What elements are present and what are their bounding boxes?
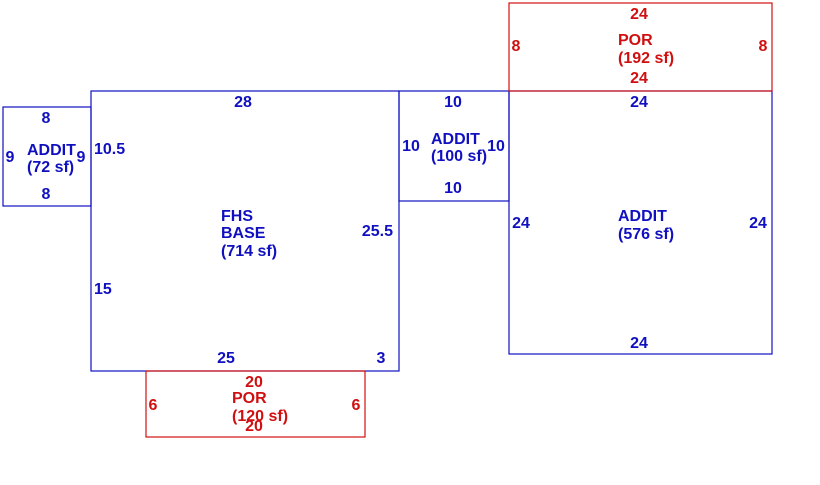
area-addit-middle: 10 10 10 10 ADDIT (100 sf): [398, 90, 510, 202]
fhs-base-area: (714 sf): [221, 243, 277, 260]
por-top-dim-right: 8: [759, 38, 768, 55]
addit-right-dim-top: 24: [630, 94, 648, 111]
por-top-dim-left: 8: [512, 38, 521, 55]
addit-middle-dim-right: 10: [487, 138, 505, 155]
addit-middle-dim-left: 10: [402, 138, 420, 155]
addit-middle-area: (100 sf): [431, 148, 487, 165]
addit-right-dim-right: 24: [749, 215, 767, 232]
fhs-base-dim-left-lower: 15: [94, 281, 112, 298]
por-top-dim-top: 24: [630, 6, 648, 23]
addit-left-dim-bottom: 8: [42, 186, 51, 203]
por-bottom-area: (120 sf): [232, 408, 288, 425]
por-bottom-dim-bottom: 20: [245, 418, 263, 435]
por-bottom-label: POR: [232, 390, 267, 407]
por-bottom-dim-right: 6: [352, 397, 361, 414]
fhs-base-dim-bottom-right: 3: [377, 350, 386, 367]
por-top-dim-bottom: 24: [630, 70, 648, 87]
addit-right-dim-bottom: 24: [630, 335, 648, 352]
addit-left-dim-top: 8: [42, 110, 51, 127]
addit-middle-label: ADDIT: [431, 131, 480, 148]
por-top-label: POR: [618, 32, 653, 49]
addit-right-area: (576 sf): [618, 226, 674, 243]
addit-right-dim-left: 24: [512, 215, 530, 232]
fhs-base-label-2: BASE: [221, 225, 266, 242]
area-fhs-base: 28 10.5 15 25.5 25 3 FHS BASE (714 sf): [90, 90, 400, 372]
por-bottom-outline: [145, 370, 366, 438]
addit-middle-dim-bottom: 10: [444, 180, 462, 197]
addit-left-dim-left: 9: [6, 149, 15, 166]
fhs-base-dim-right: 25.5: [362, 223, 393, 240]
area-addit-left: 8 8 9 9 ADDIT (72 sf): [2, 106, 92, 207]
fhs-base-label: FHS: [221, 208, 253, 225]
fhs-base-dim-top: 28: [234, 94, 252, 111]
por-bottom-dim-top: 20: [245, 374, 263, 391]
fhs-base-dim-left-upper: 10.5: [94, 141, 125, 158]
addit-left-label: ADDIT: [27, 142, 76, 159]
addit-left-dim-right: 9: [77, 149, 86, 166]
addit-left-area: (72 sf): [27, 159, 74, 176]
area-por-bottom: 20 20 6 6 POR (120 sf): [145, 370, 366, 438]
area-addit-right: 24 24 24 24 ADDIT (576 sf): [508, 90, 773, 355]
addit-right-label: ADDIT: [618, 208, 667, 225]
por-top-area: (192 sf): [618, 50, 674, 67]
area-por-top: 24 24 8 8 POR (192 sf): [508, 2, 773, 92]
por-bottom-dim-left: 6: [149, 397, 158, 414]
fhs-base-dim-bottom: 25: [217, 350, 235, 367]
por-top-outline: [508, 2, 773, 92]
addit-middle-dim-top: 10: [444, 94, 462, 111]
